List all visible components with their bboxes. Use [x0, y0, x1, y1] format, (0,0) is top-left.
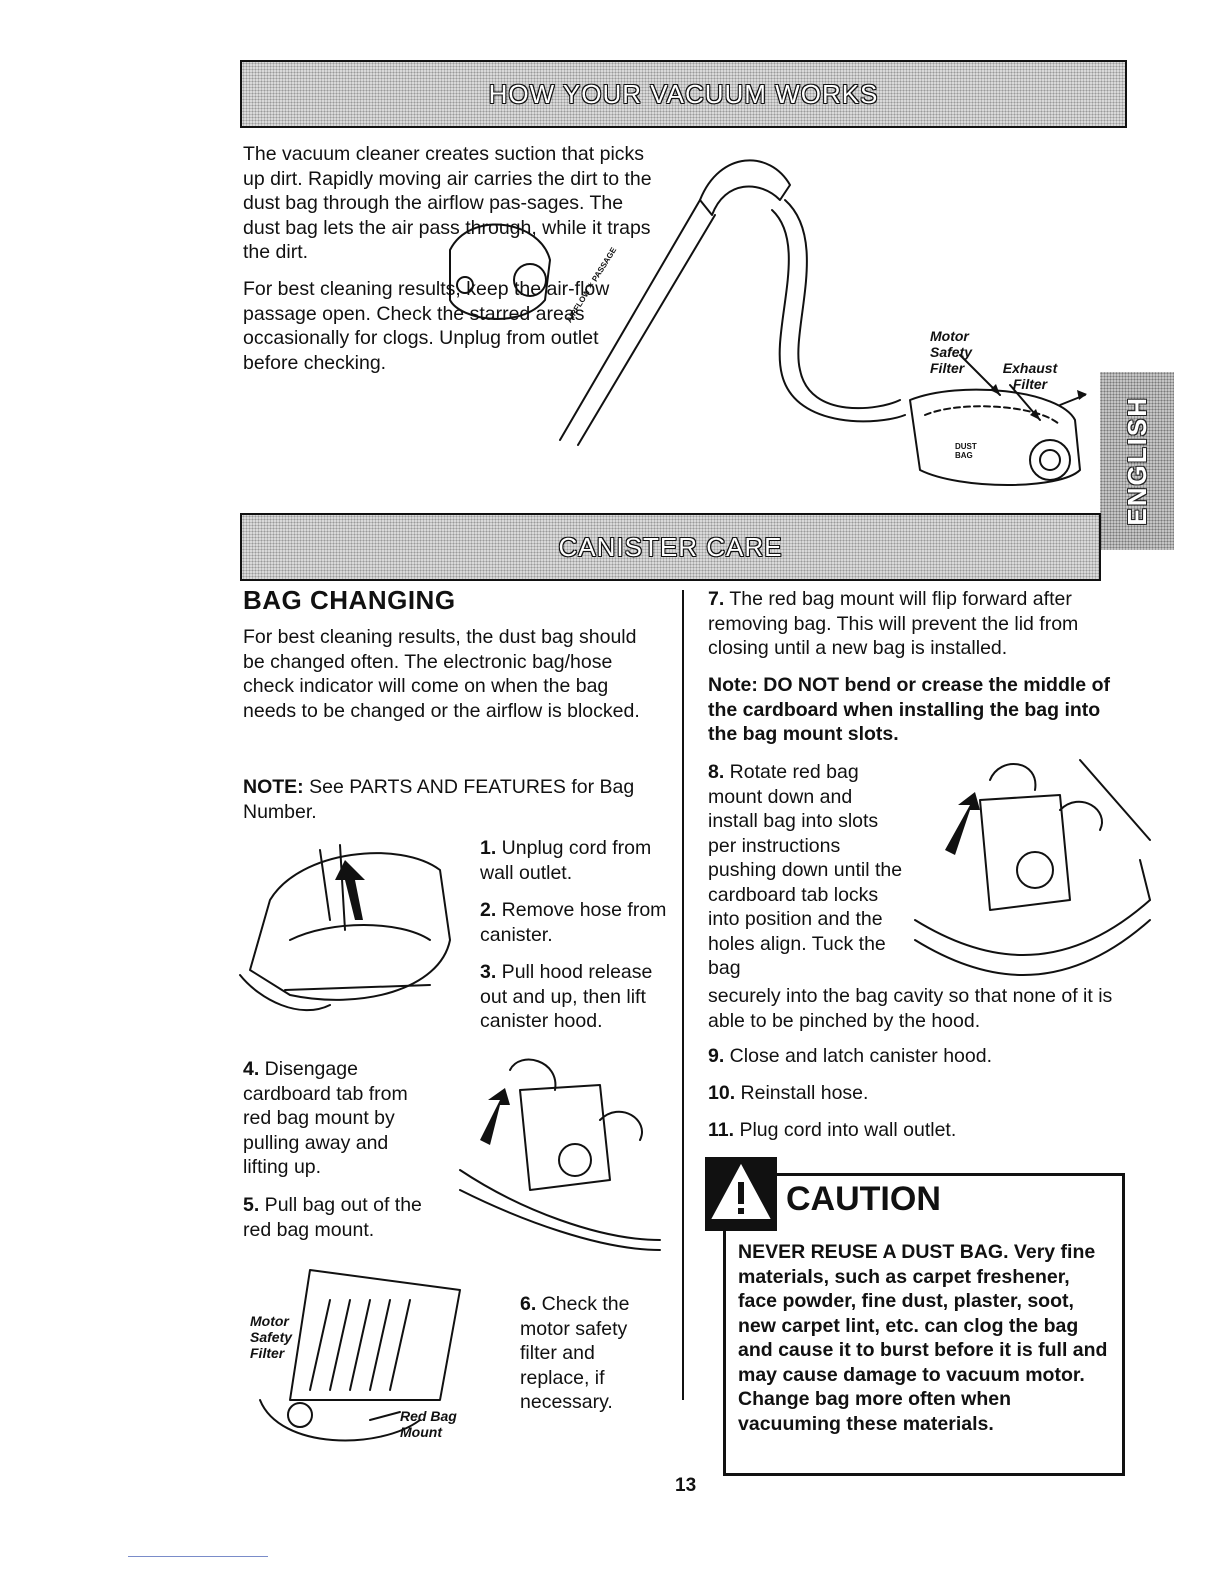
column-divider	[682, 590, 684, 1400]
installation-note: Note: DO NOT bend or crease the middle o…	[708, 674, 1110, 745]
note-label: NOTE:	[243, 776, 304, 798]
step-11: 11. Plug cord into wall outlet.	[708, 1119, 957, 1141]
step-8-continued: securely into the bag cavity so that non…	[708, 985, 1113, 1032]
bag-changing-intro: For best cleaning results, the dust bag …	[243, 626, 640, 722]
language-tab: ENGLISH	[1100, 372, 1174, 550]
warning-triangle-icon	[711, 1163, 771, 1219]
banner-how-your-vacuum-works: HOW YOUR VACUUM WORKS	[240, 60, 1127, 128]
bag-number-note: NOTE: See PARTS AND FEATURES for Bag Num…	[243, 775, 643, 824]
banner-title: HOW YOUR VACUUM WORKS	[488, 78, 879, 109]
label-motor-safety-filter: Motor Safety Filter	[250, 1313, 293, 1361]
label-red-bag-mount: Red Bag Mount	[400, 1408, 457, 1440]
step-4: 4. Disengage cardboard tab from red bag …	[243, 1058, 408, 1178]
step-10: 10. Reinstall hose.	[708, 1082, 869, 1104]
label-motor-safety-filter-top: Motor Safety Filter	[930, 328, 973, 376]
banner-canister-care: CANISTER CARE	[240, 513, 1101, 581]
footer-rule	[128, 1556, 268, 1557]
step-8: 8. Rotate red bag mount down and install…	[708, 761, 903, 979]
caution-text: NEVER REUSE A DUST BAG. Very fine materi…	[738, 1241, 1108, 1435]
caution-box	[723, 1173, 1125, 1476]
step-5: 5. Pull bag out of the red bag mount.	[243, 1194, 422, 1241]
note-text: See PARTS AND FEATURES for Bag Number.	[243, 776, 635, 823]
page-number: 13	[675, 1475, 697, 1496]
intro-paragraph-1: The vacuum cleaner creates suction that …	[243, 143, 652, 263]
step-2: 2. Remove hose from canister.	[480, 899, 667, 946]
bag-changing-heading: BAG CHANGING	[243, 585, 456, 615]
step-9: 9. Close and latch canister hood.	[708, 1045, 993, 1067]
step-1: 1. Unplug cord from wall outlet.	[480, 837, 652, 884]
label-exhaust-filter: Exhaust Filter	[1002, 360, 1058, 392]
step-7: 7. The red bag mount will flip forward a…	[708, 588, 1079, 659]
step-3: 3. Pull hood release out and up, then li…	[480, 961, 653, 1032]
label-dust-bag: DUST BAG	[955, 442, 977, 460]
caution-title: CAUTION	[786, 1180, 941, 1218]
banner-title: CANISTER CARE	[558, 531, 783, 562]
step-6: 6. Check the motor safety filter and rep…	[520, 1293, 630, 1413]
